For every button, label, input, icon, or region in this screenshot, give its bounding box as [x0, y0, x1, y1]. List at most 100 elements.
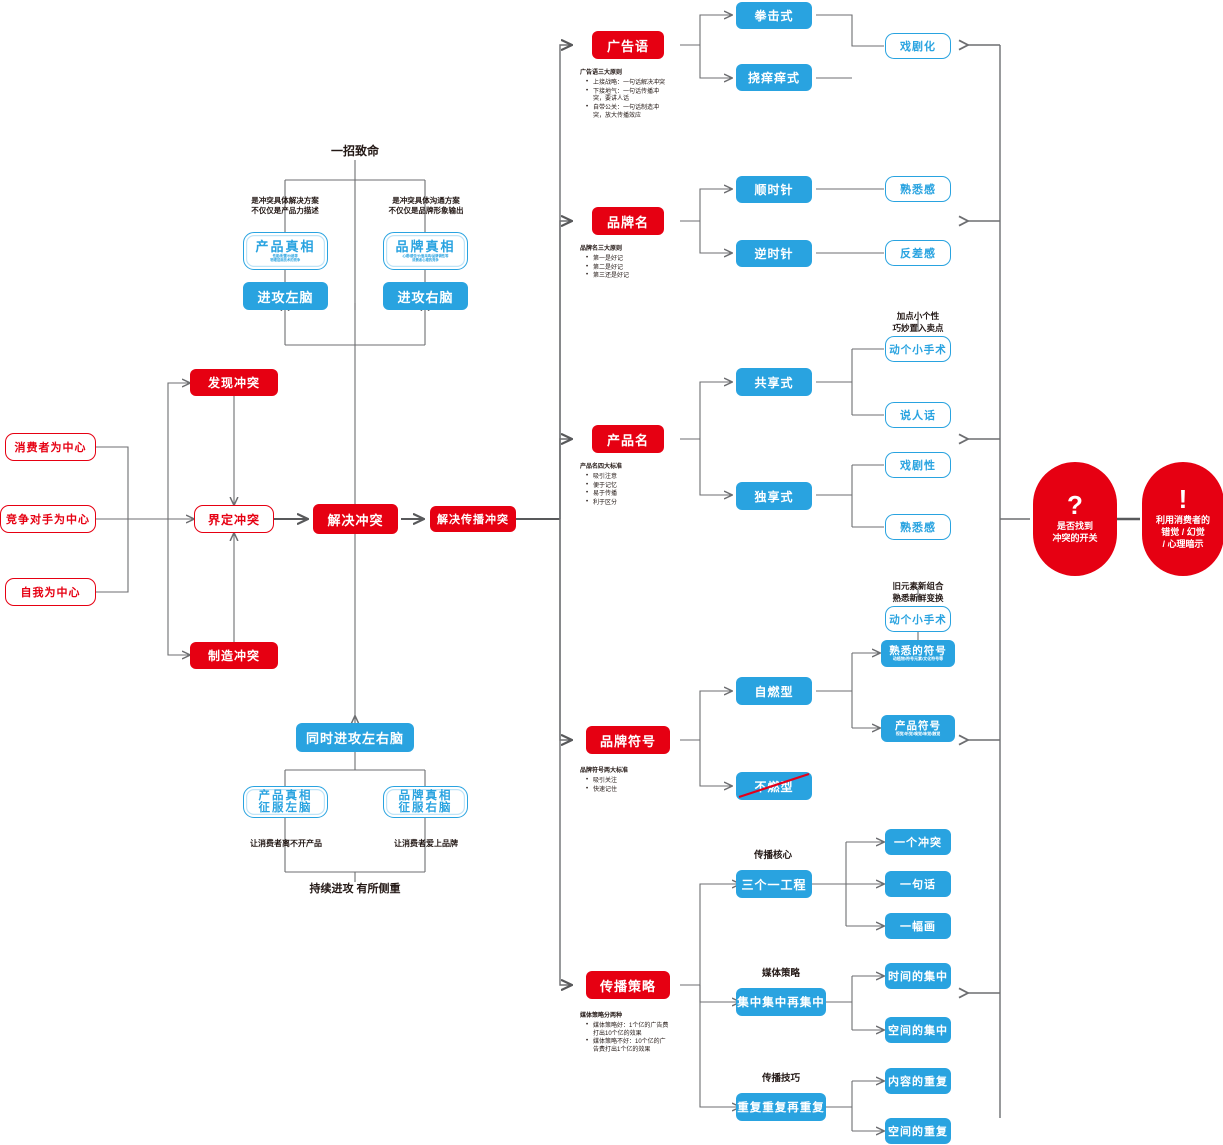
attack-left-brain[interactable]: 进攻左脑 [243, 282, 328, 310]
bottom-right-caption: 让消费者爱上品牌 [365, 839, 487, 850]
branch-root-brand-symbol-label: 品牌符号 [599, 733, 656, 749]
product-name-shared-label: 共享式 [754, 375, 794, 390]
branch-root-comm-strategy-label: 传播策略 [599, 978, 656, 994]
stage-discover-conflict[interactable]: 发现冲突 [190, 369, 278, 396]
stage-solve-conflict-label: 解决冲突 [327, 512, 384, 528]
perspective-self[interactable]: 自我为中心 [5, 578, 96, 606]
notes-brand-symbol-item: 吸引关注 [586, 777, 670, 786]
circle-use-illusion[interactable]: ! 利用消费者的 错觉 / 幻觉 / 心理暗示 [1142, 462, 1223, 576]
caption-comm-technique: 传播技巧 [736, 1073, 826, 1086]
comm-core-leaf-one-conflict-label: 一个冲突 [894, 837, 942, 849]
brand-name-counterclockwise[interactable]: 逆时针 [736, 240, 812, 267]
product-name-leaf-human-speech-label: 说人话 [900, 410, 936, 422]
product-name-exclusive-label: 独享式 [754, 489, 794, 504]
media-leaf-time-concentration[interactable]: 时间的集中 [885, 963, 951, 989]
product-name-leaf-drama[interactable]: 戏剧性 [885, 452, 951, 478]
product-name-leaf-surgery-label: 动个小手术 [889, 343, 947, 356]
comm-technique-repeat[interactable]: 重复重复再重复 [736, 1093, 826, 1121]
comm-technique-repeat-label: 重复重复再重复 [737, 1102, 825, 1114]
perspective-consumer[interactable]: 消费者为中心 [5, 433, 96, 461]
comm-leaf-space-repeat[interactable]: 空间的重复 [885, 1118, 951, 1144]
slogan-leaf-dramatize[interactable]: 戏剧化 [885, 33, 951, 59]
media-leaf-time-concentration-label: 时间的集中 [888, 971, 948, 983]
branch-root-comm-strategy[interactable]: 传播策略 [586, 971, 670, 999]
product-truth-left-brain[interactable]: 产品真相 征服左脑 [243, 786, 328, 818]
product-name-exclusive[interactable]: 独享式 [736, 482, 812, 510]
branch-root-brand-name-label: 品牌名 [606, 214, 649, 230]
notes-product-name-head: 产品名四大标准 [580, 464, 623, 470]
comm-core-leaf-one-picture[interactable]: 一幅画 [885, 913, 951, 939]
stage-solve-comm-conflict-label: 解决传播冲突 [437, 514, 509, 526]
brand-symbol-leaf-surgery[interactable]: 动个小手术 [885, 606, 951, 632]
brand-symbol-leaf-familiar-symbol[interactable]: 熟悉的符号 动植物/符号元素/文化符号等 [881, 640, 955, 667]
branch-root-brand-name[interactable]: 品牌名 [592, 207, 664, 235]
brand-symbol-non-ignite[interactable]: 不燃型 [736, 772, 812, 800]
notes-product-name-item: 易于传播 [586, 490, 666, 499]
media-strategy-concentrate[interactable]: 集中集中再集中 [736, 988, 826, 1016]
notes-brand-symbol-item: 快速记住 [586, 786, 670, 795]
question-mark-icon: ? [1067, 489, 1083, 520]
product-name-leaf-surgery[interactable]: 动个小手术 [885, 336, 951, 362]
product-truth-box[interactable]: 产品真相 性能/配置/价格等 物理层面技术的竞争 [243, 232, 328, 270]
media-leaf-space-concentration[interactable]: 空间的集中 [885, 1017, 951, 1043]
brand-symbol-non-ignite-label: 不燃型 [754, 779, 794, 794]
slogan-style-boxing[interactable]: 拳击式 [736, 2, 812, 29]
notes-product-name-item: 便于记忆 [586, 482, 666, 491]
brand-symbol-leaf-product-symbol-label: 产品符号 [895, 719, 941, 732]
attack-both-brains[interactable]: 同时进攻左右脑 [296, 723, 414, 752]
product-name-leaf-human-speech[interactable]: 说人话 [885, 402, 951, 428]
brand-symbol-leaf-product-symbol[interactable]: 产品符号 视觉/听觉/嗅觉/味觉/触觉 [881, 715, 955, 742]
notes-product-name-item: 利于区分 [586, 499, 666, 508]
top-right-caption-text: 是冲突具体沟通方案 不仅仅是品牌形象输出 [388, 196, 464, 216]
product-name-leaf-familiarity-label: 熟悉感 [900, 522, 936, 534]
notes-brand-symbol-head: 品牌符号两大标准 [580, 768, 629, 774]
product-name-shared[interactable]: 共享式 [736, 368, 812, 396]
comm-leaf-content-repeat[interactable]: 内容的重复 [885, 1068, 951, 1094]
attack-right-brain-label: 进攻右脑 [397, 289, 454, 305]
brand-name-leaf-familiarity[interactable]: 熟悉感 [885, 176, 951, 202]
attack-right-brain[interactable]: 进攻右脑 [383, 282, 468, 310]
notes-slogan: 广告语三大原则 上接战略：一句话解决冲突 下接地气：一句话传播冲突，要讲人话 自… [580, 70, 666, 122]
perspective-self-label: 自我为中心 [20, 587, 81, 599]
brand-symbol-self-ignite-label: 自燃型 [754, 684, 794, 699]
comm-core-leaf-one-sentence-label: 一句话 [900, 879, 936, 891]
circle-find-conflict-switch[interactable]: ? 是否找到 冲突的开关 [1033, 462, 1117, 576]
branch-root-brand-symbol[interactable]: 品牌符号 [586, 726, 670, 754]
comm-core-three-ones[interactable]: 三个一工程 [736, 870, 812, 898]
brand-name-clockwise[interactable]: 顺时针 [736, 176, 812, 203]
product-name-leaf-familiarity[interactable]: 熟悉感 [885, 514, 951, 540]
comm-core-leaf-one-sentence[interactable]: 一句话 [885, 871, 951, 897]
slogan-style-tickle[interactable]: 挠痒痒式 [736, 64, 812, 91]
brand-symbol-self-ignite[interactable]: 自燃型 [736, 677, 812, 705]
brand-truth-subtitle: 心理/感受/价值共鸣/品牌调性等 消费者心理的竞争 [402, 253, 449, 262]
perspective-competitor[interactable]: 竞争对手为中心 [0, 505, 96, 533]
comm-core-leaf-one-conflict[interactable]: 一个冲突 [885, 829, 951, 855]
branch-root-product-name[interactable]: 产品名 [592, 425, 664, 453]
stage-solve-conflict[interactable]: 解决冲突 [313, 504, 398, 534]
notes-comm-strategy-item: 媒体策略不好：10个亿的广告费打出1个亿的效果 [586, 1038, 670, 1055]
stage-solve-comm-conflict[interactable]: 解决传播冲突 [430, 506, 516, 532]
brand-name-counterclockwise-label: 逆时针 [754, 247, 794, 261]
branch-root-product-name-label: 产品名 [606, 432, 649, 448]
branch-root-slogan[interactable]: 广告语 [592, 31, 664, 59]
slogan-style-boxing-label: 拳击式 [754, 9, 794, 23]
comm-leaf-content-repeat-label: 内容的重复 [888, 1076, 948, 1088]
product-truth-title: 产品真相 [255, 238, 316, 254]
comm-core-leaf-one-picture-label: 一幅画 [900, 921, 936, 933]
top-right-caption: 是冲突具体沟通方案 不仅仅是品牌形象输出 [363, 186, 489, 216]
notes-brand-symbol: 品牌符号两大标准 吸引关注 快速记住 [580, 768, 670, 795]
brand-truth-right-brain[interactable]: 品牌真相 征服右脑 [383, 786, 468, 818]
brand-name-leaf-contrast[interactable]: 反差感 [885, 240, 951, 266]
notes-slogan-head: 广告语三大原则 [580, 70, 623, 76]
bottom-cluster-footer-text: 持续进攻 有所侧重 [309, 883, 401, 895]
stage-define-conflict[interactable]: 界定冲突 [194, 505, 274, 533]
brand-truth-box[interactable]: 品牌真相 心理/感受/价值共鸣/品牌调性等 消费者心理的竞争 [383, 232, 468, 270]
comm-leaf-space-repeat-label: 空间的重复 [888, 1126, 948, 1138]
notes-slogan-item: 上接战略：一句话解决冲突 [586, 79, 666, 88]
bottom-cluster-footer: 持续进攻 有所侧重 [285, 882, 425, 897]
stage-define-conflict-label: 界定冲突 [207, 512, 260, 527]
notes-slogan-item: 自带公关：一句话制造冲突，放大传播效应 [586, 104, 666, 121]
brand-symbol-leaf-familiar-symbol-subtitle: 动植物/符号元素/文化符号等 [892, 655, 944, 661]
media-leaf-space-concentration-label: 空间的集中 [888, 1025, 948, 1037]
stage-create-conflict[interactable]: 制造冲突 [190, 642, 278, 669]
